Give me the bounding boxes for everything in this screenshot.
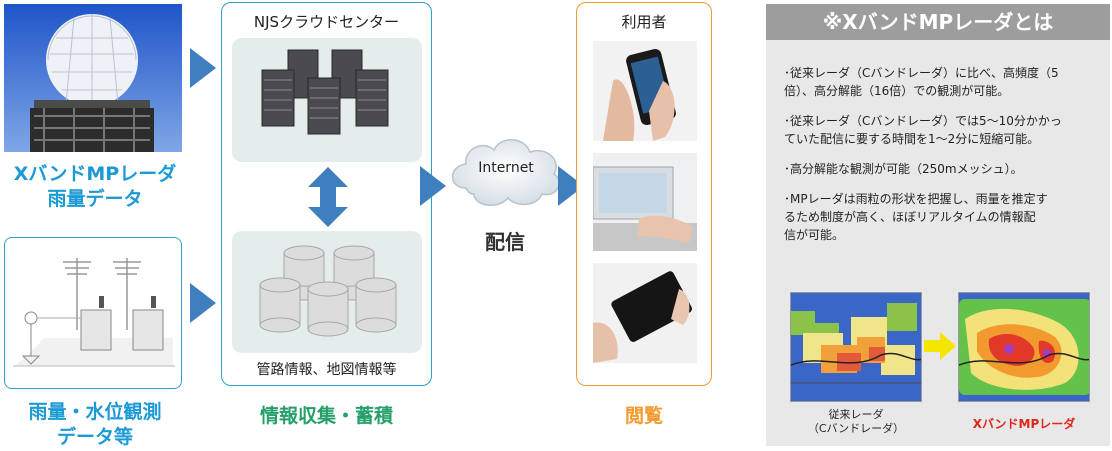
njs-cloud-center-panel: NJSクラウドセンター xyxy=(221,2,432,386)
tablet-photo xyxy=(593,263,697,363)
rain-gauge-illustration xyxy=(4,237,182,389)
info-bullet-1: ･従来レーダ（Cバンドレーダ）に比べ、高頻度（5 倍）、高分解能（16倍）での観… xyxy=(784,64,1100,100)
gauge-label-line1: 雨量・水位観測 xyxy=(28,401,162,423)
arrow-center-to-internet xyxy=(420,166,446,206)
info-bullet-2-line1: ･従来レーダ（Cバンドレーダ）では5～10分かかっ xyxy=(784,114,1062,128)
server-rack-icon xyxy=(261,49,389,135)
x-band-caption: XバンドMPレーダ xyxy=(972,417,1076,431)
info-bullet-1-line1: ･従来レーダ（Cバンドレーダ）に比べ、高頻度（5 xyxy=(784,66,1059,80)
info-bullet-2: ･従来レーダ（Cバンドレーダ）では5～10分かかっ ていた配信に要する時間を1～… xyxy=(784,112,1100,148)
c-band-radar-map xyxy=(790,292,922,402)
info-bullet-4: ･MPレーダは雨粒の形状を把握し、雨量を推定す るため制度が高く、ほぼリアルタイ… xyxy=(784,190,1100,244)
database-caption: 管路情報、地図情報等 xyxy=(256,362,397,378)
xband-label-line1: XバンドMPレーダ xyxy=(13,163,177,185)
info-bullet-3: ･高分解能な観測が可能（250mメッシュ）。 xyxy=(784,160,1100,178)
arrow-radar-to-center xyxy=(190,48,216,88)
database-icon xyxy=(259,245,397,337)
info-heading: ※XバンドMPレーダとは xyxy=(766,4,1110,40)
internet-cloud-icon: Internet xyxy=(446,128,566,214)
x-band-radar-map xyxy=(958,292,1090,402)
arrow-gauge-to-center xyxy=(190,283,216,323)
bidirectional-arrow-icon xyxy=(304,167,352,231)
info-bullet-1-line2: 倍）、高分解能（16倍）での観測が可能。 xyxy=(784,84,1010,98)
smartphone-photo xyxy=(593,41,697,141)
internet-label: Internet xyxy=(478,160,534,176)
view-label: 閲覧 xyxy=(624,405,663,427)
njs-center-title: NJSクラウドセンター xyxy=(253,13,400,31)
info-bullet-3-line1: ･高分解能な観測が可能（250mメッシュ）。 xyxy=(784,162,1023,176)
collection-label: 情報収集・蓄積 xyxy=(259,405,393,427)
xband-radar-label: XバンドMPレーダ 雨量データ xyxy=(0,162,190,212)
info-bullet-4-line3: 信が可能。 xyxy=(784,228,845,242)
laptop-photo xyxy=(593,153,697,251)
comparison-arrow-icon xyxy=(924,332,956,364)
delivery-label: 配信 xyxy=(485,230,525,254)
users-panel: 利用者 xyxy=(576,2,712,386)
c-band-caption-line1: 従来レーダ xyxy=(828,408,884,421)
xband-label-line2: 雨量データ xyxy=(47,188,143,210)
gauge-label-line2: データ等 xyxy=(56,426,133,448)
c-band-caption-line2: （Cバンドレーダ） xyxy=(807,422,905,435)
users-title: 利用者 xyxy=(621,13,667,31)
database-box xyxy=(232,231,422,353)
info-bullet-4-line1: ･MPレーダは雨粒の形状を把握し、雨量を推定す xyxy=(784,192,1048,206)
xband-info-panel: ※XバンドMPレーダとは ･従来レーダ（Cバンドレーダ）に比べ、高頻度（5 倍）… xyxy=(766,4,1110,446)
c-band-caption: 従来レーダ （Cバンドレーダ） xyxy=(790,408,922,436)
xband-radar-photo xyxy=(4,4,182,152)
server-box xyxy=(232,38,422,162)
info-bullet-4-line2: るため制度が高く、ほぼリアルタイムの情報配 xyxy=(784,210,1036,224)
gauge-data-label: 雨量・水位観測 データ等 xyxy=(0,400,190,450)
info-bullet-2-line2: ていた配信に要する時間を1～2分に短縮可能。 xyxy=(784,132,1040,146)
